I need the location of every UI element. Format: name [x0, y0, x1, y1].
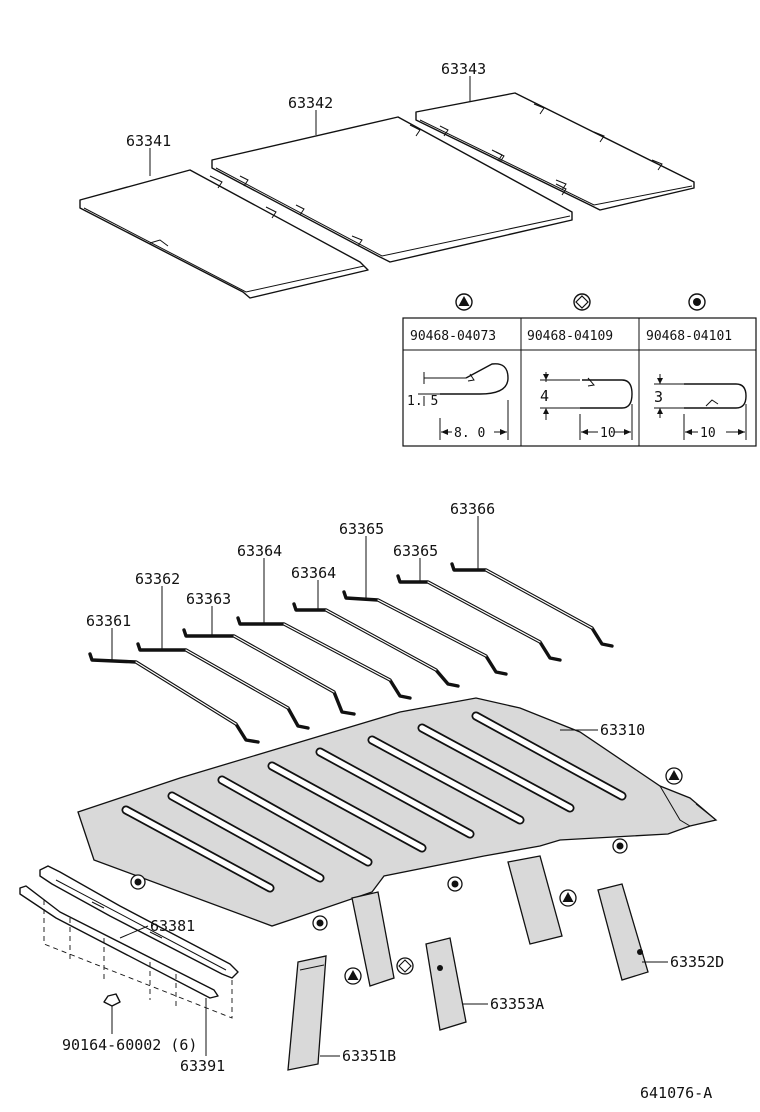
moulding-63391: [19, 885, 219, 999]
label-63365b: 63365: [393, 542, 438, 560]
clip-drawing-1: 1. 5 8. 0: [407, 363, 509, 441]
triangle-in-circle-icon: [455, 293, 473, 311]
clip-reference-table: 90468-04073 90468-04109 90468-04101 1. 5…: [402, 293, 757, 447]
clip-2-height: 4: [540, 387, 549, 405]
clip-drawing-2: 4 10: [540, 372, 633, 441]
dot-in-circle-icon: [612, 838, 628, 854]
clip-drawing-3: 3 10: [654, 374, 747, 441]
panel-63342: [211, 116, 573, 263]
clip-1-height: 1. 5: [407, 394, 438, 409]
dot-in-circle-icon: [688, 293, 706, 311]
label-63342: 63342: [288, 94, 333, 112]
label-63391: 63391: [180, 1057, 225, 1075]
pillar-garnish-63352D: [597, 883, 649, 981]
clip-3-height: 3: [654, 388, 663, 406]
clip-part-no-1: 90468-04073: [410, 329, 496, 344]
label-63341: 63341: [126, 132, 171, 150]
label-63361: 63361: [86, 612, 131, 630]
triangle-in-circle-icon: [344, 967, 362, 985]
label-63363: 63363: [186, 590, 231, 608]
dot-in-circle-icon: [447, 876, 463, 892]
alignment-lines: [43, 900, 233, 1019]
label-63352D: 63352D: [670, 953, 724, 971]
clip-3-width: 10: [700, 426, 716, 441]
pillar-garnish-63353A: [425, 937, 467, 1031]
clip-part-no-2: 90468-04109: [527, 329, 613, 344]
label-63343: 63343: [441, 60, 486, 78]
diagram-code: 641076-A: [640, 1084, 712, 1102]
rod-63363: [182, 628, 356, 716]
dot-in-circle-icon: [312, 915, 328, 931]
label-63351B: 63351B: [342, 1047, 396, 1065]
label-63366: 63366: [450, 500, 495, 518]
clip-90164-60002: [103, 993, 121, 1014]
label-63365a: 63365: [339, 520, 384, 538]
label-63362: 63362: [135, 570, 180, 588]
headliner-63310: [77, 697, 718, 987]
panel-63341: [79, 169, 369, 299]
headliner-ribs: [121, 711, 627, 893]
rod-63361: [88, 652, 260, 744]
diamond-in-circle-icon: [396, 957, 414, 975]
pillar-garnish-63351B: [287, 955, 327, 1071]
diamond-in-circle-icon: [573, 293, 591, 311]
panel-63343: [415, 92, 695, 211]
dot-in-circle-icon: [130, 874, 146, 890]
label-63381: 63381: [150, 917, 195, 935]
triangle-in-circle-icon: [665, 767, 683, 785]
label-63353A: 63353A: [490, 995, 544, 1013]
label-90164-60002: 90164-60002 (6): [62, 1036, 197, 1054]
label-63364a: 63364: [237, 542, 282, 560]
triangle-in-circle-icon: [559, 889, 577, 907]
garnish-63381: [39, 865, 239, 979]
rod-63366: [450, 562, 614, 648]
leader-63381: [119, 925, 149, 939]
clip-1-width: 8. 0: [454, 426, 485, 441]
clip-part-no-3: 90468-04101: [646, 329, 732, 344]
clip-2-width: 10: [600, 426, 616, 441]
support-rods: [88, 562, 614, 744]
label-63364b: 63364: [291, 564, 336, 582]
rod-63365b: [396, 574, 562, 662]
label-63310: 63310: [600, 721, 645, 739]
